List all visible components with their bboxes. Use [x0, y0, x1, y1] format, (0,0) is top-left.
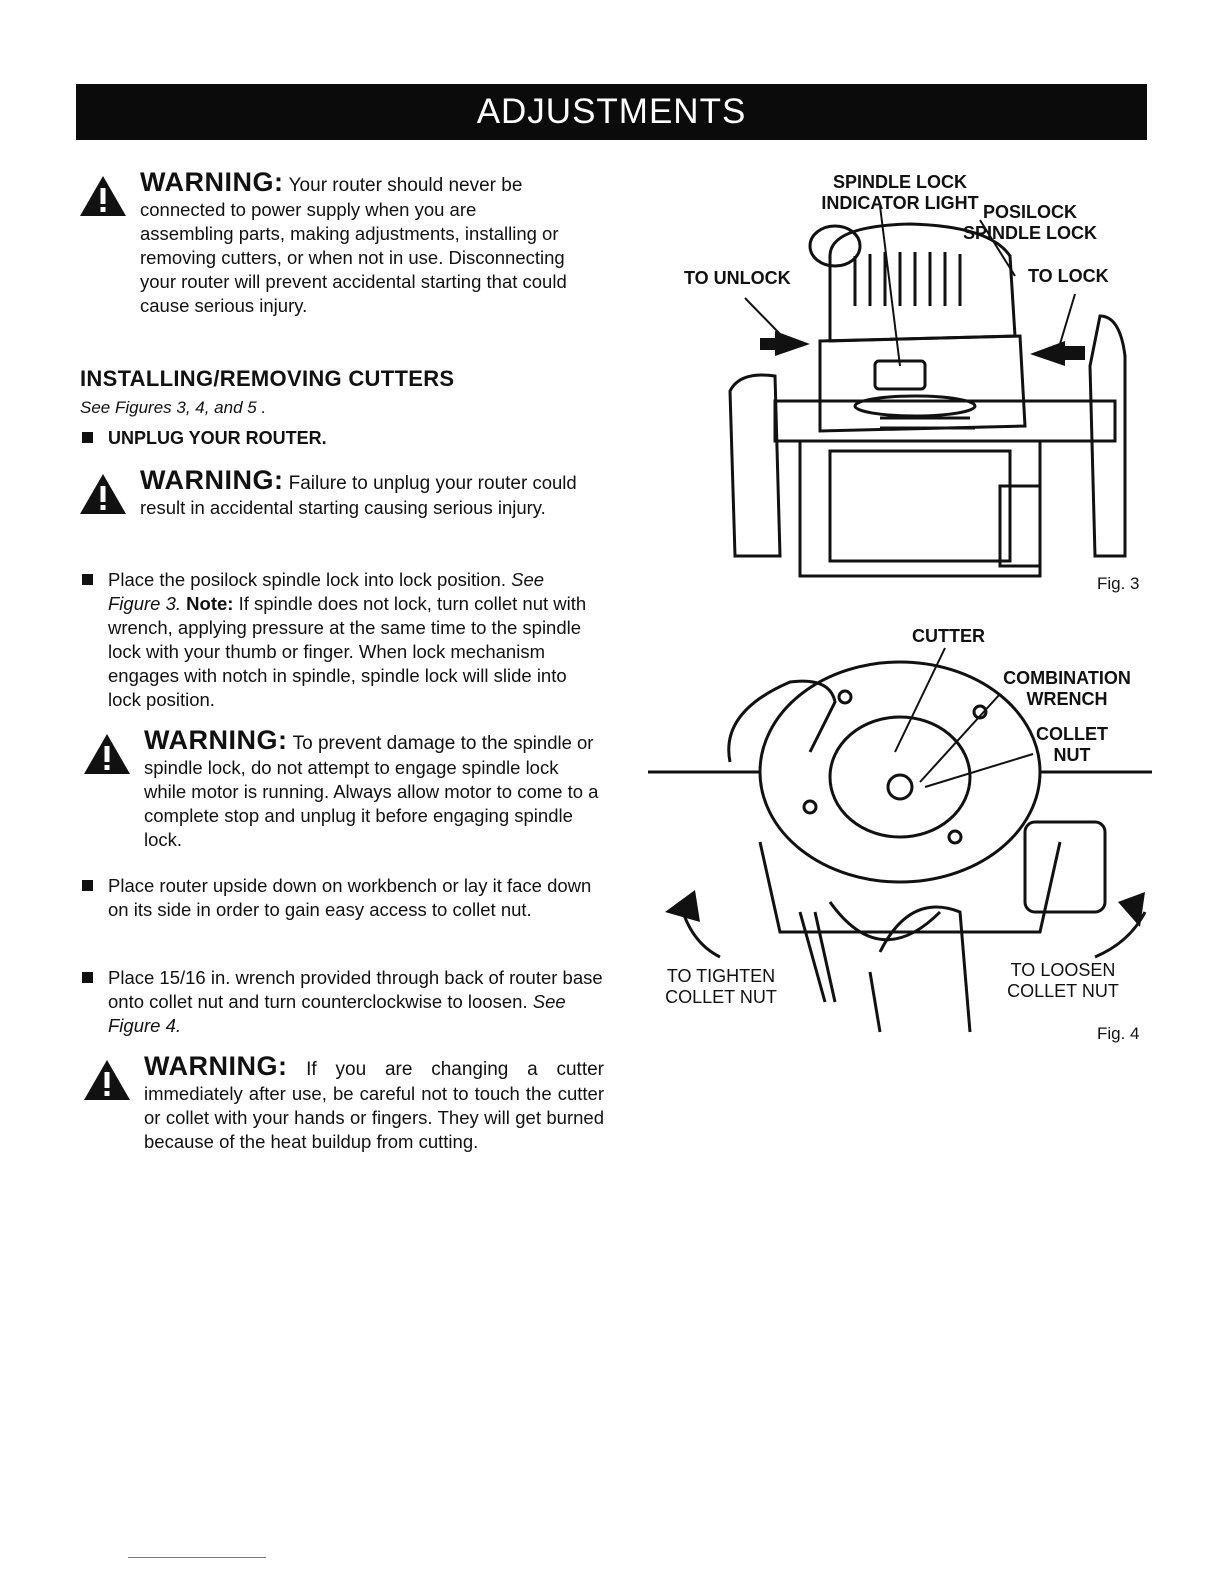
- warning-triangle-icon: [84, 734, 130, 774]
- warning-lead: To prevent damage to the: [292, 733, 509, 754]
- figure-3: SPINDLE LOCK INDICATOR LIGHT POSILOCK SP…: [680, 166, 1160, 596]
- note-label: Note:: [181, 593, 234, 614]
- bullet-square-icon: [82, 972, 93, 983]
- warning-lead: If you are changing a cutter: [306, 1059, 605, 1080]
- label-combination-wrench: COMBINATION WRENCH: [1003, 668, 1131, 709]
- figure-caption: Fig. 4: [1097, 1024, 1140, 1043]
- warning-heading: WARNING:: [144, 725, 288, 755]
- warning-triangle-icon: [84, 1060, 130, 1100]
- warning-block-4: WARNING: If you are changing a cutter im…: [74, 1051, 605, 1154]
- bullet-square-icon: [82, 574, 93, 585]
- label-to-tighten: TO TIGHTEN COLLET NUT: [665, 966, 777, 1007]
- figure-reference: See Figure 3.: [108, 569, 545, 614]
- router-top-illustration: [728, 205, 1127, 578]
- warning-triangle-icon: [80, 474, 126, 514]
- list-item-unplug: UNPLUG YOUR ROUTER.: [80, 426, 580, 450]
- warning-triangle-icon: [80, 176, 126, 216]
- footer-rule: [128, 1557, 266, 1558]
- list-item-step-2: Place router upside down on workbench or…: [80, 874, 600, 922]
- figure-4: CUTTER COMBINATION WRENCH COLLET NUT TO …: [640, 612, 1160, 1052]
- section-title: INSTALLING/REMOVING CUTTERS: [80, 366, 455, 391]
- bullet-square-icon: [82, 432, 93, 443]
- label-cutter: CUTTER: [912, 626, 985, 646]
- section-banner: ADJUSTMENTS: [76, 84, 1147, 140]
- warning-lead: Failure to unplug your router: [288, 473, 528, 494]
- list-item-step-1: Place the posilock spindle lock into loc…: [80, 568, 600, 712]
- warning-block-1: WARNING: Your router should never be con…: [70, 167, 570, 318]
- warning-block-2: WARNING: Failure to unplug your router c…: [70, 465, 600, 520]
- warning-lead: Your router should never be: [288, 175, 523, 196]
- warning-block-3: WARNING: To prevent damage to the spindl…: [74, 725, 604, 852]
- warning-heading: WARNING:: [140, 167, 284, 197]
- section-subtitle: See Figures 3, 4, and 5 .: [80, 398, 267, 417]
- warning-body: immediately after use, be careful not to…: [144, 1083, 604, 1152]
- label-posilock: POSILOCK SPINDLE LOCK: [962, 202, 1097, 243]
- warning-body: connected to power supply when you are a…: [140, 199, 567, 316]
- figure-reference: See Figure 4.: [108, 991, 566, 1036]
- label-to-unlock: TO UNLOCK: [684, 268, 791, 288]
- warning-heading: WARNING:: [140, 465, 284, 495]
- warning-body: could result in accidental starting caus…: [140, 472, 577, 518]
- label-collet-nut: COLLET NUT: [1036, 724, 1108, 765]
- label-to-lock: TO LOCK: [1028, 266, 1109, 286]
- warning-heading: WARNING:: [144, 1051, 288, 1081]
- label-indicator-light: SPINDLE LOCK INDICATOR LIGHT: [821, 172, 979, 213]
- figure-caption: Fig. 3: [1097, 574, 1140, 593]
- bullet-square-icon: [82, 880, 93, 891]
- router-base-illustration: [648, 647, 1152, 1033]
- list-item-step-3: Place 15/16 in. wrench provided through …: [80, 966, 605, 1038]
- label-to-loosen: TO LOOSEN COLLET NUT: [1007, 960, 1119, 1001]
- warning-body: spindle or spindle lock, do not attempt …: [144, 732, 599, 850]
